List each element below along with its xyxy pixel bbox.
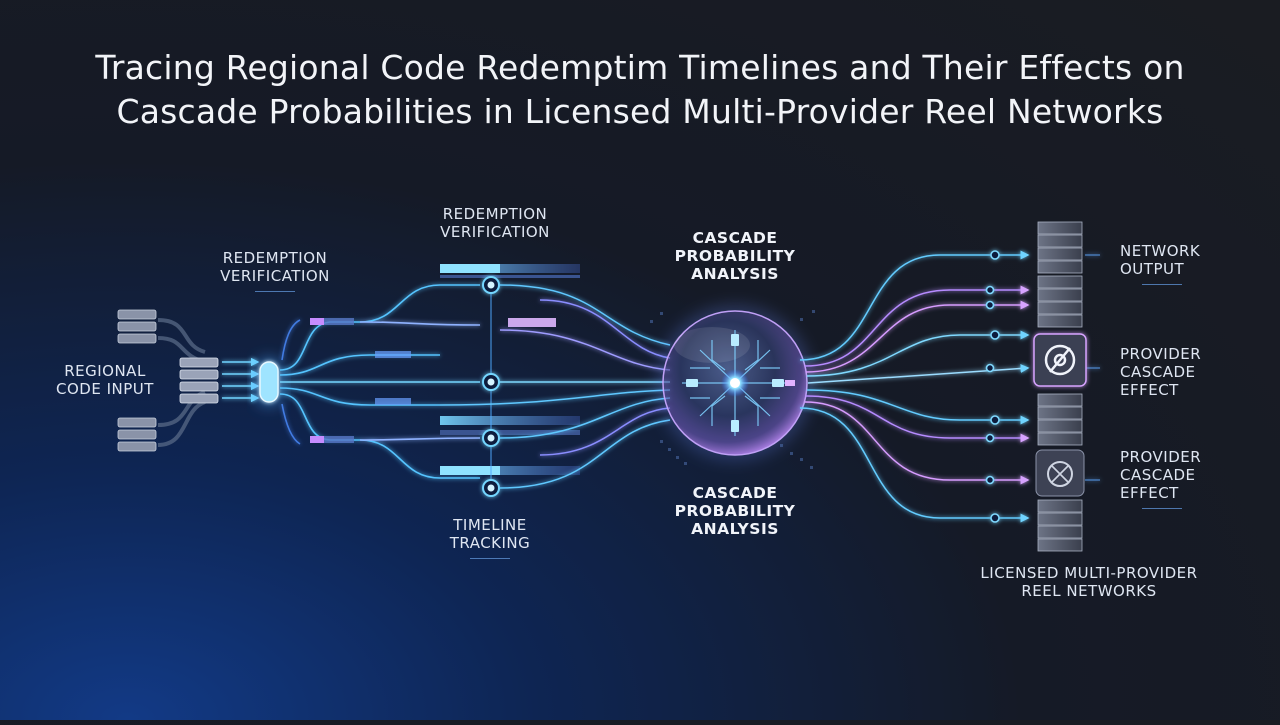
data-dots [650, 310, 815, 469]
verification-node [258, 360, 280, 404]
regional-input-cluster [117, 309, 260, 452]
label-regional-input: REGIONAL CODE INPUT [56, 362, 154, 398]
provider-badge-icon [1033, 333, 1087, 387]
flow-lines-to-sphere [439, 284, 671, 489]
label-redemption-left: REDEMPTION VERIFICATION [200, 249, 350, 292]
label-redemption-top: REDEMPTION VERIFICATION [440, 205, 550, 241]
server-stack-icon [1037, 221, 1083, 274]
label-network-output: NETWORK OUTPUT [1120, 242, 1270, 285]
title-line-2: Cascade Probabilities in Licensed Multi-… [116, 92, 1164, 131]
output-nodes [985, 250, 1000, 523]
server-stack-icon [1037, 393, 1083, 446]
timeline-bars [440, 264, 580, 475]
title-line-1: Tracing Regional Code Redemptim Timeline… [95, 48, 1185, 87]
page-title: Tracing Regional Code Redemptim Timeline… [0, 46, 1280, 134]
label-licensed-networks: LICENSED MULTI-PROVIDER REEL NETWORKS [980, 564, 1198, 600]
label-cascade-top: CASCADE PROBABILITY ANALYSIS [674, 229, 796, 283]
flow-lines-left [279, 284, 481, 479]
cascade-sphere-icon [657, 305, 813, 461]
left-indicator-bars [310, 318, 411, 443]
server-stack-icon [1037, 499, 1083, 552]
label-provider-2: PROVIDER CASCADE EFFECT [1120, 448, 1270, 509]
label-provider-1: PROVIDER CASCADE EFFECT [1120, 345, 1202, 399]
provider-badge-icon [1035, 449, 1085, 497]
server-stack-icon [1037, 275, 1083, 328]
label-timeline: TIMELINE TRACKING [425, 516, 555, 559]
timeline-spine [482, 276, 500, 497]
label-cascade-bottom: CASCADE PROBABILITY ANALYSIS [674, 484, 796, 538]
